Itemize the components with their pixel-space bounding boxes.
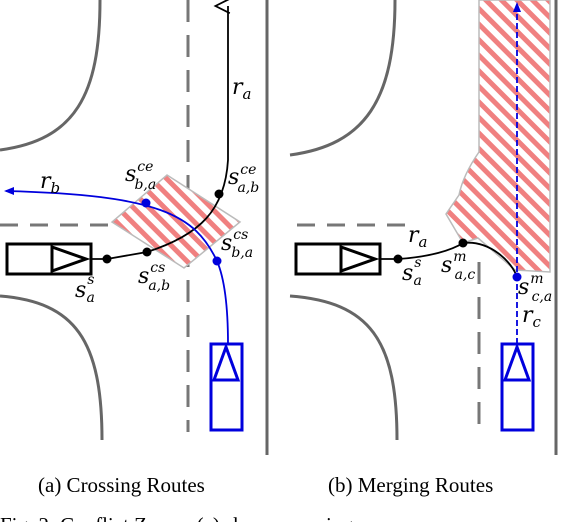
vehicle-a-b xyxy=(294,242,382,276)
point-s-m-ca xyxy=(512,272,522,282)
point-s-ce-ba xyxy=(141,198,151,208)
road-curb-top-left xyxy=(0,0,102,152)
point-s-cs-ba xyxy=(212,256,222,266)
point-s-ce-ab xyxy=(214,189,224,199)
route-b-arrowhead xyxy=(4,187,14,195)
label-r-a: ra xyxy=(232,75,251,103)
vehicle-b-direction-icon xyxy=(211,342,241,382)
route-b-path xyxy=(5,190,229,345)
road-curb-bottom-left-b xyxy=(289,294,399,441)
road-curb-bottom-left xyxy=(0,294,104,441)
point-s-start-a-b xyxy=(393,254,403,264)
label-r-a-b: ra xyxy=(408,223,427,251)
vehicle-a-b-direction-icon xyxy=(339,244,380,274)
label-r-b: rb xyxy=(40,169,60,197)
figure-caption-fragment: Fig. 2: Conflict Zones: (a) shows crossi… xyxy=(0,513,353,522)
point-s-start-a xyxy=(102,254,112,264)
road-curb-top-left-b xyxy=(289,0,397,157)
conflict-zone-merging xyxy=(445,0,551,273)
vehicle-b xyxy=(209,342,244,432)
vehicle-c-direction-icon xyxy=(502,342,532,382)
vehicle-a xyxy=(5,242,93,276)
caption-a: (a) Crossing Routes xyxy=(38,473,205,497)
label-r-c: rc xyxy=(522,303,542,331)
route-c-arrowhead xyxy=(513,2,521,12)
vehicle-a-direction-icon xyxy=(50,244,91,274)
vehicle-c xyxy=(500,342,535,432)
point-s-m-ac xyxy=(458,238,468,248)
caption-b: (b) Merging Routes xyxy=(328,473,493,497)
point-s-cs-ab xyxy=(142,247,152,257)
